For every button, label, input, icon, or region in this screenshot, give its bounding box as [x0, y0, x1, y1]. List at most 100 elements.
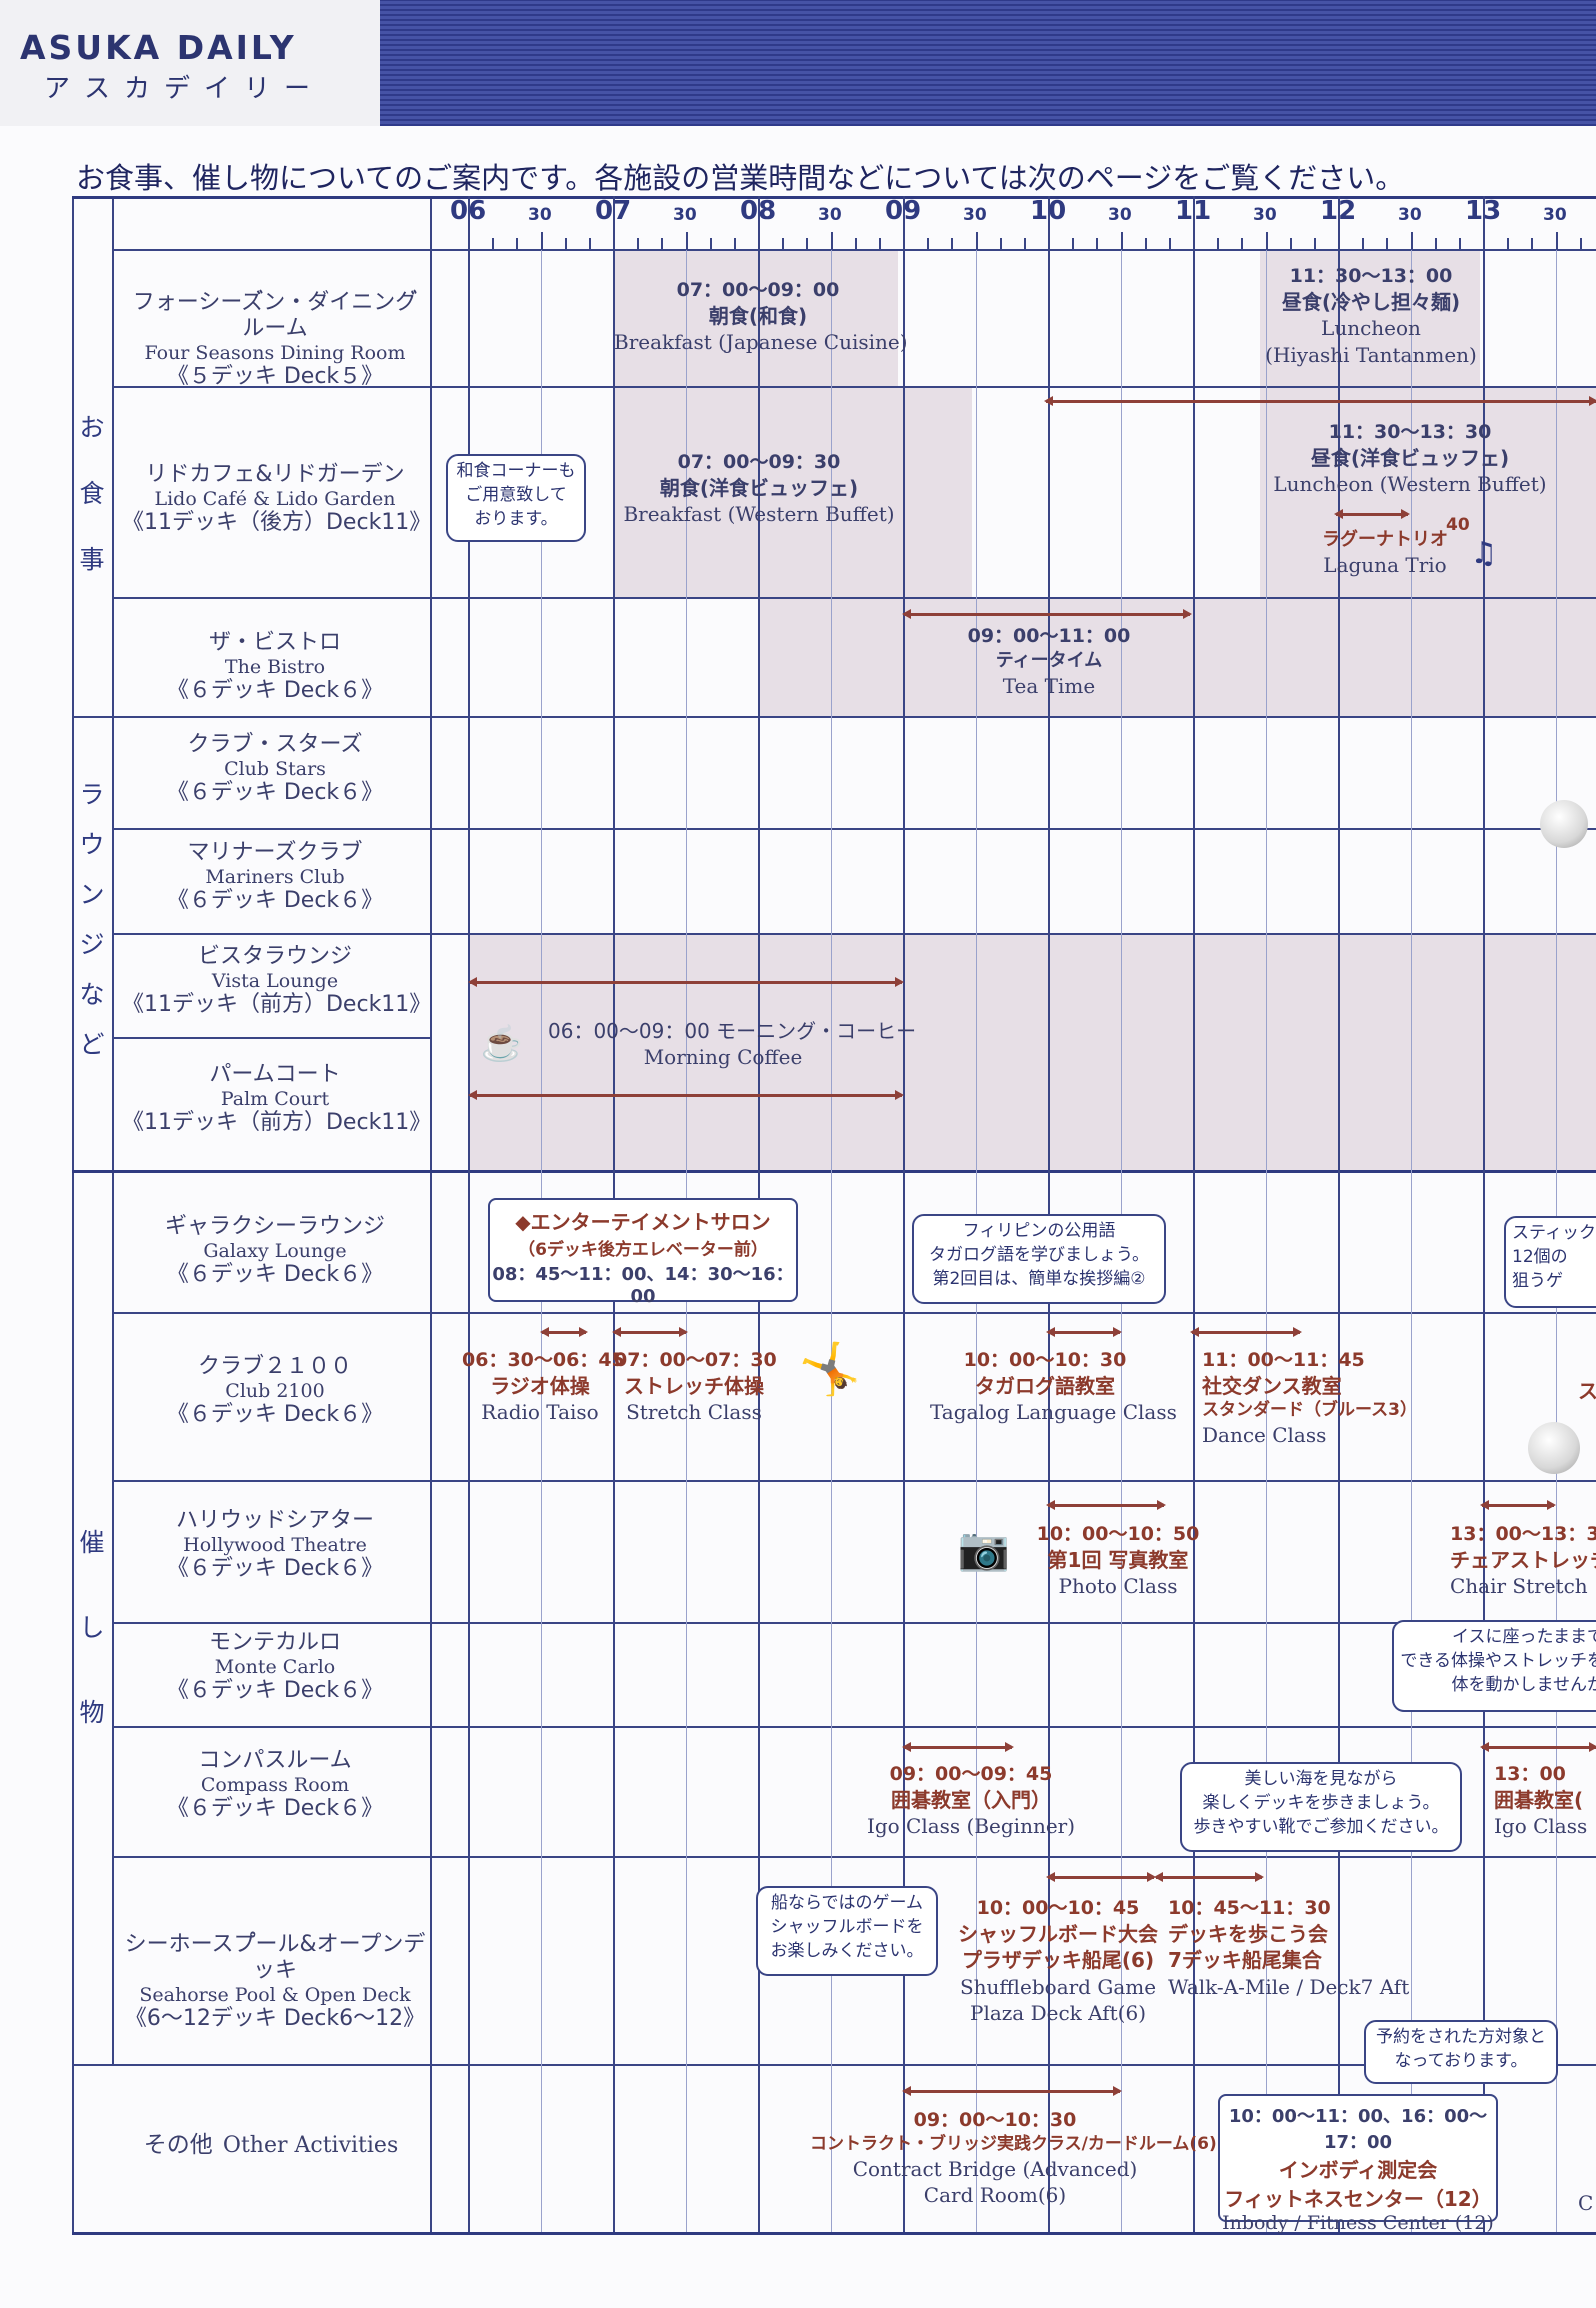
- time-tick: [540, 232, 543, 249]
- arrow-igo1: [902, 1742, 1014, 1752]
- grid-category-divider: [112, 196, 114, 2064]
- arrow-radio: [540, 1327, 588, 1337]
- time-tick: [806, 238, 809, 249]
- camera-icon: 📷: [957, 1524, 1011, 1573]
- grid-row-line: [112, 386, 1596, 388]
- note-reservation: 予約をされた方対象となっております。: [1364, 2020, 1558, 2084]
- shade-bistro: [760, 598, 1596, 716]
- half-line: [1411, 250, 1412, 2232]
- time-tick: [1168, 238, 1171, 249]
- time-tick: [1048, 232, 1050, 249]
- note-walk: 美しい海を見ながら楽しくデッキを歩きましょう。歩きやすい靴でご参加ください。: [1180, 1762, 1462, 1852]
- arrow-vista-coffee: [468, 977, 904, 987]
- time-tick: [951, 238, 954, 249]
- half-label: 30: [528, 205, 552, 225]
- note-lido-japanese-corner: 和食コーナーもご用意致しております。: [446, 454, 586, 542]
- time-tick: [1289, 238, 1292, 249]
- hour-label: 07: [595, 196, 632, 226]
- time-tick: [588, 238, 591, 249]
- laguna-number: 40: [1446, 515, 1470, 535]
- time-tick: [1386, 238, 1389, 249]
- time-tick: [1023, 238, 1026, 249]
- arrow-tagalog: [1046, 1327, 1122, 1337]
- category-dining: お食事: [79, 413, 105, 574]
- time-tick: [1144, 238, 1147, 249]
- half-label: 30: [1108, 205, 1132, 225]
- hour-label: 09: [885, 196, 922, 226]
- time-tick: [1410, 232, 1413, 249]
- time-tick: [1096, 238, 1099, 249]
- hour-label: 13: [1465, 196, 1502, 226]
- grid-row-line: [112, 1037, 430, 1039]
- hour-line-11: [1193, 196, 1195, 2232]
- shade-lido-breakfast: [614, 387, 972, 597]
- hour-label: 06: [450, 196, 487, 226]
- time-tick: [1531, 238, 1534, 249]
- grid-section-line: [72, 716, 1596, 718]
- grid-top-line: [72, 196, 1596, 199]
- half-label: 30: [1543, 205, 1567, 225]
- time-tick: [516, 238, 519, 249]
- arrow-chair: [1480, 1500, 1556, 1510]
- arrow-stretch: [612, 1327, 688, 1337]
- time-tick: [1193, 232, 1195, 249]
- time-tick: [492, 238, 495, 249]
- music-notes-icon: ♫: [1470, 536, 1498, 571]
- time-tick: [709, 238, 712, 249]
- grid-row-line: [112, 933, 1596, 935]
- time-tick: [1217, 238, 1220, 249]
- event-chair-stretch: 13：00〜13：30チェアストレッチChair Stretch: [1450, 1523, 1596, 1599]
- half-line: [831, 250, 832, 2232]
- time-tick: [975, 232, 978, 249]
- exercise-figures-icon: 🤸: [798, 1340, 862, 1398]
- arrow-bridge: [902, 2086, 1122, 2096]
- note-shuffleboard: 船ならではのゲームシャッフルボードをお楽しみください。: [756, 1886, 938, 1976]
- grid-bottom-line: [72, 2232, 1596, 2235]
- time-tick: [1265, 232, 1268, 249]
- arrow-shuffle: [1046, 1872, 1156, 1882]
- time-tick: [564, 238, 567, 249]
- event-entertainment-salon: ◆エンターテイメントサロン （6デッキ後方エレベーター前） 08：45〜11：0…: [488, 1198, 798, 1307]
- half-label: 30: [818, 205, 842, 225]
- time-tick: [1338, 232, 1340, 249]
- time-tick: [1458, 238, 1461, 249]
- time-tick: [1120, 232, 1123, 249]
- time-tick: [830, 232, 833, 249]
- grid-section-line: [72, 1170, 1596, 1173]
- time-tick: [468, 232, 470, 249]
- coffee-cup-icon: ☕: [480, 1024, 524, 1064]
- intro-text: お食事、催し物についてのご案内です。各施設の営業時間などについては次のページをご…: [76, 161, 1405, 195]
- grid-row-line: [112, 828, 1596, 830]
- time-tick: [854, 238, 857, 249]
- hour-line-09: [903, 196, 905, 2232]
- grid-row-line: [112, 1622, 1596, 1624]
- header-logo-area: [0, 0, 380, 126]
- arrow-igo2: [1480, 1742, 1596, 1752]
- hour-label: 12: [1320, 196, 1357, 226]
- grid-row-line: [112, 1856, 1596, 1858]
- time-tick: [878, 238, 881, 249]
- time-tick: [1555, 232, 1558, 249]
- arrow-photo: [1046, 1500, 1166, 1510]
- time-tick: [1483, 232, 1485, 249]
